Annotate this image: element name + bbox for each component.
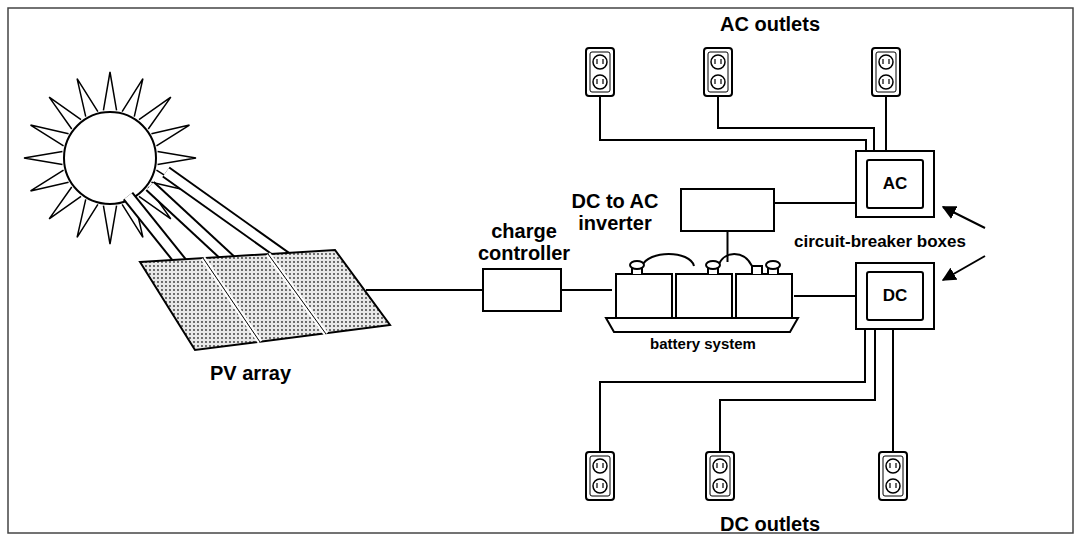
node-label: charge controller xyxy=(468,220,580,264)
outlet-wires xyxy=(600,96,893,452)
sun-ray xyxy=(103,206,116,244)
breaker-box: DC xyxy=(855,262,935,330)
breaker-panel: AC xyxy=(866,159,924,209)
sun-ray xyxy=(49,187,81,219)
text-label: DC outlets xyxy=(720,513,820,536)
wire-connector xyxy=(794,295,855,297)
sun-ray xyxy=(31,125,69,146)
sun-ray xyxy=(122,79,143,117)
node-label: DC to AC inverter xyxy=(556,190,674,234)
sun-ray xyxy=(77,199,98,237)
battery-drawing xyxy=(606,254,798,332)
sun-ray xyxy=(24,151,62,164)
sun-ray xyxy=(103,72,116,110)
text-label: AC outlets xyxy=(720,13,820,36)
node-label: AC xyxy=(883,175,908,194)
inverter-box: DC to AC inverter xyxy=(680,188,775,232)
node-label: PV array xyxy=(210,362,291,384)
sun-ray xyxy=(77,79,98,117)
sun-ray xyxy=(31,170,69,191)
sun xyxy=(24,72,196,244)
wire-connector xyxy=(775,202,855,204)
sun-ray xyxy=(49,97,81,129)
sun-ray xyxy=(158,151,196,164)
wire-connector xyxy=(366,289,482,291)
text-label: circuit-breaker boxes xyxy=(794,232,966,252)
battery-system: battery system xyxy=(612,262,794,332)
breaker-box: AC xyxy=(855,150,935,218)
frame xyxy=(8,8,1073,533)
breaker-panel: DC xyxy=(866,271,924,321)
pv-array: PV array xyxy=(135,250,366,350)
sun-ray xyxy=(151,125,189,146)
node-label: DC xyxy=(883,287,908,306)
node-label: battery system xyxy=(650,336,756,353)
wire-connector xyxy=(727,232,729,262)
wire-connector xyxy=(562,289,612,291)
charge-controller: charge controller xyxy=(482,268,562,312)
pv-panel xyxy=(140,250,390,350)
sun-ray xyxy=(139,97,171,129)
